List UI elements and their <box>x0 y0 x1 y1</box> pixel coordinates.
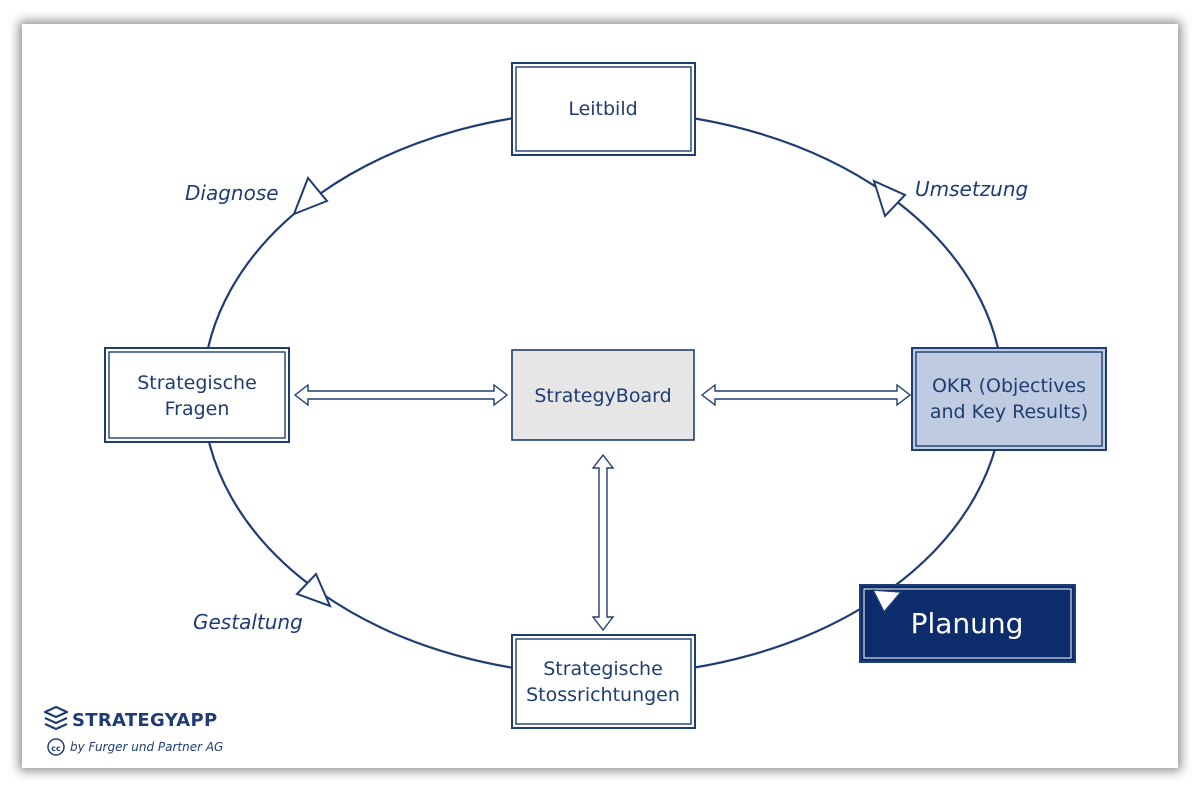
layers-icon <box>43 705 69 731</box>
gestaltung-label: Gestaltung <box>193 610 303 634</box>
okr-box: OKR (Objectives and Key Results) <box>911 347 1107 451</box>
umsetzung-label: Umsetzung <box>915 177 1028 201</box>
arrow-center-stoss <box>591 453 615 632</box>
credit-line: cc by Furger und Partner AG <box>47 738 223 756</box>
okr-label-line2: and Key Results) <box>930 401 1088 423</box>
umsetzung-arrow-icon <box>872 179 907 218</box>
strategische-fragen-box: Strategische Fragen <box>104 347 290 443</box>
stoss-label-line1: Strategische <box>543 658 663 680</box>
svg-text:cc: cc <box>51 744 61 753</box>
diagnose-arrow-icon <box>292 176 329 216</box>
stossrichtungen-box: Strategische Stossrichtungen <box>511 634 696 729</box>
strategyboard-box: StrategyBoard <box>511 349 695 441</box>
fragen-label-line1: Strategische <box>137 372 257 394</box>
credit-text: by Furger und Partner AG <box>70 740 223 754</box>
leitbild-box: Leitbild <box>511 62 696 156</box>
planung-label: Planung <box>911 607 1024 640</box>
planung-box: Planung <box>859 584 1076 663</box>
gestaltung-arrow-icon <box>295 572 332 608</box>
diagnose-label: Diagnose <box>185 181 279 205</box>
strategyboard-label: StrategyBoard <box>534 385 671 407</box>
fragen-label-line2: Fragen <box>165 398 230 420</box>
cc-icon: cc <box>47 738 65 756</box>
brand-logo: STRATEGYAPP <box>43 705 218 731</box>
arrow-fragen-center <box>293 383 509 407</box>
arrow-center-okr <box>700 383 912 407</box>
okr-label-line1: OKR (Objectives <box>932 375 1086 397</box>
stoss-label-line2: Stossrichtungen <box>526 684 680 706</box>
leitbild-label: Leitbild <box>568 98 637 120</box>
brand-name: STRATEGYAPP <box>72 710 218 731</box>
